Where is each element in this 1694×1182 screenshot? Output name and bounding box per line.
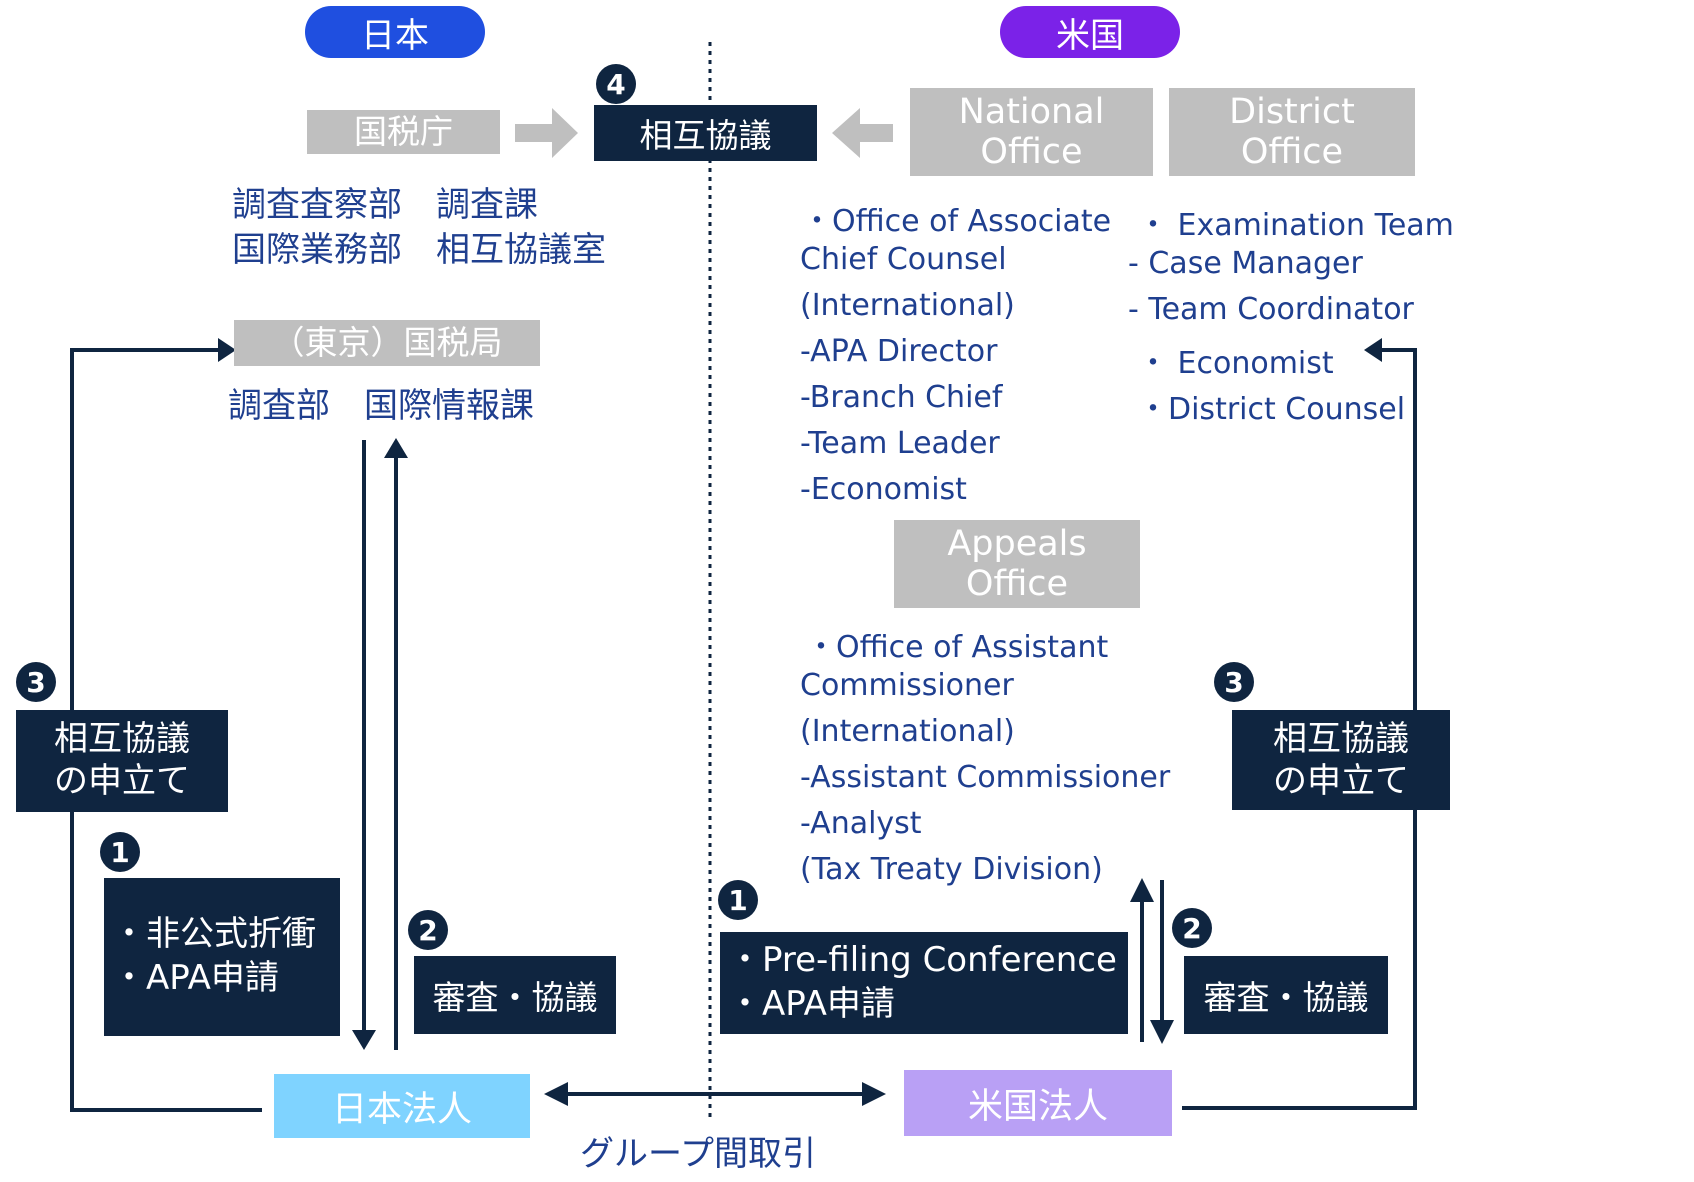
staff-line: ・District Counsel <box>1138 392 1406 427</box>
japan-region-pill: 日本 <box>305 6 485 58</box>
nta-to-map-arrow <box>515 108 578 158</box>
nta-dept-1: 調査査察部 調査課 <box>232 185 538 225</box>
us-step2-box: 審査・協議 <box>1184 956 1388 1034</box>
staff-line: Commissioner <box>800 668 1014 703</box>
group-transaction-label: グループ間取引 <box>580 1134 816 1174</box>
step4-badge: 4 <box>596 64 636 104</box>
jp-step2-badge: 2 <box>408 910 448 950</box>
mutual-agreement-box: 相互協議 <box>594 105 817 161</box>
us-step1-box: ・Pre-filing Conference ・APA申請 <box>720 932 1128 1034</box>
us-step3-line2: の申立て <box>1273 761 1409 801</box>
jp-step1-badge: 1 <box>100 832 140 872</box>
staff-line: -Team Leader <box>800 426 1000 461</box>
jp-step1-line2: ・APA申請 <box>112 958 279 998</box>
us-corporation-box: 米国法人 <box>904 1070 1172 1136</box>
staff-line: -Analyst <box>800 806 922 841</box>
us-step1-line2: ・APA申請 <box>728 984 895 1024</box>
us-step1-line1: ・Pre-filing Conference <box>728 940 1117 980</box>
staff-line: - Case Manager <box>1128 246 1363 281</box>
staff-line: (International) <box>800 288 1015 323</box>
staff-line: (International) <box>800 714 1015 749</box>
staff-line: (Tax Treaty Division) <box>800 852 1103 887</box>
us-region-pill: 米国 <box>1000 6 1180 58</box>
jp-step3-badge: 3 <box>16 662 56 702</box>
us-step1-badge: 1 <box>718 880 758 920</box>
jp-step3-line2: の申立て <box>54 761 190 801</box>
nta-dept-2: 国際業務部 相互協議室 <box>232 230 606 270</box>
us-step2-badge: 2 <box>1172 908 1212 948</box>
jp-step2-box: 審査・協議 <box>414 956 616 1034</box>
staff-line: -Branch Chief <box>800 380 1003 415</box>
us-step3-badge: 3 <box>1214 662 1254 702</box>
nta-box: 国税庁 <box>307 110 500 154</box>
staff-line: ・Office of Associate <box>802 204 1112 239</box>
staff-line: ・Office of Assistant <box>806 630 1109 665</box>
japan-corporation-box: 日本法人 <box>274 1074 530 1138</box>
us-step3-box: 相互協議 の申立て <box>1232 710 1450 810</box>
staff-line: Chief Counsel <box>800 242 1007 277</box>
staff-line: -Assistant Commissioner <box>800 760 1171 795</box>
staff-line: -APA Director <box>800 334 998 369</box>
staff-line: - Team Coordinator <box>1128 292 1414 327</box>
jp-step1-line1: ・非公式折衝 <box>112 914 316 954</box>
staff-line: -Economist <box>800 472 967 507</box>
district-office-box: District Office <box>1169 88 1415 176</box>
staff-line: ・ Examination Team <box>1138 208 1454 243</box>
jp-step1-box: ・非公式折衝 ・APA申請 <box>104 878 340 1036</box>
national-office-box: National Office <box>910 88 1153 176</box>
us-step3-line1: 相互協議 <box>1273 719 1409 759</box>
jp-step3-line1: 相互協議 <box>54 719 190 759</box>
staff-line: ・ Economist <box>1138 346 1334 381</box>
regional-departments: 調査部 国際情報課 <box>228 386 534 426</box>
us-to-map-arrow <box>832 108 893 158</box>
appeals-office-box: Appeals Office <box>894 520 1140 608</box>
jp-step3-box: 相互協議 の申立て <box>16 710 228 812</box>
regional-bureau-box: （東京）国税局 <box>234 320 540 366</box>
